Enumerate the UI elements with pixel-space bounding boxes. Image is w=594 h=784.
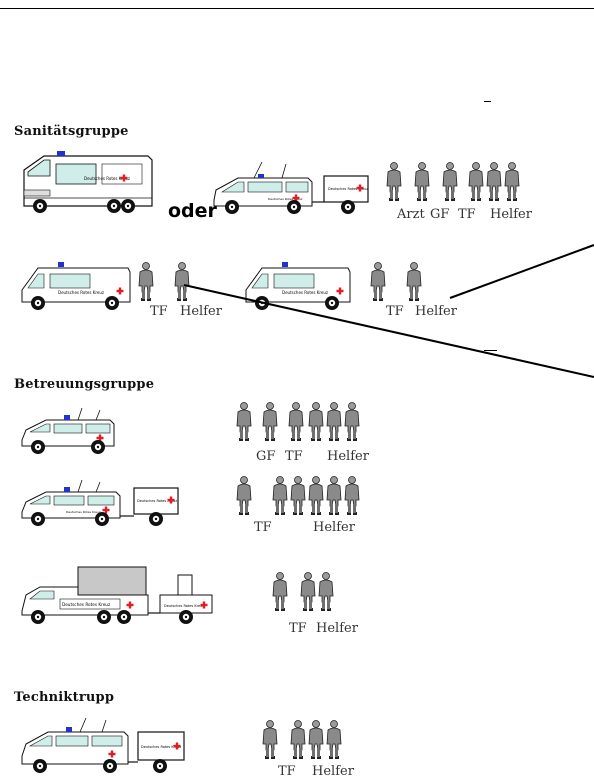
dash-mark — [484, 350, 497, 351]
svg-text:Deutsches Rotes Kreuz: Deutsches Rotes Kreuz — [141, 745, 181, 749]
label-tf: TF — [285, 449, 303, 464]
rtw-ambulance-icon: Deutsches Rotes Kreuz — [23, 151, 153, 213]
label-tf: TF — [386, 304, 404, 319]
svg-text:Deutsches Rotes Kreuz: Deutsches Rotes Kreuz — [282, 290, 328, 295]
top-rule — [0, 8, 594, 9]
svg-text:Deutsches Rotes Kreuz: Deutsches Rotes Kreuz — [62, 602, 111, 607]
truck-with-field-kitchen-icon: Deutsches Rotes Kreuz Deutsches Rotes Kr… — [21, 566, 213, 624]
label-tf: TF — [458, 207, 476, 222]
ktw-van-with-trailer-icon: Deutsches Rotes Kreuz — [21, 717, 185, 773]
personnel-figures-icon — [262, 720, 342, 760]
svg-text:Deutsches Rotes Kreuz: Deutsches Rotes Kreuz — [164, 604, 204, 608]
label-tf: TF — [278, 764, 296, 779]
label-arzt: Arzt — [397, 207, 425, 222]
label-gf: GF — [430, 207, 450, 222]
label-gf: GF — [256, 449, 276, 464]
label-helfer: Helfer — [180, 304, 222, 319]
dash-mark — [484, 101, 491, 102]
section-title-techniktrupp: Techniktrupp — [14, 690, 115, 705]
svg-text:Deutsches Rotes Kreuz: Deutsches Rotes Kreuz — [268, 197, 303, 201]
connector-line — [449, 244, 594, 299]
ktw-ambulance-icon: Deutsches Rotes Kreuz — [245, 262, 351, 310]
label-tf: TF — [150, 304, 168, 319]
label-helfer: Helfer — [415, 304, 457, 319]
ktw-van-with-trailer-icon: Deutsches Rotes Kreuz Deutsches Rotes Kr… — [21, 479, 179, 526]
ktw-van-with-trailer-icon: Deutsches Rotes Kreuz Deutsches Rotes Kr… — [213, 161, 369, 214]
personnel-figures-icon — [236, 476, 360, 516]
label-tf: TF — [254, 520, 272, 535]
label-helfer: Helfer — [312, 764, 354, 779]
label-helfer: Helfer — [327, 449, 369, 464]
personnel-figures-icon — [272, 572, 334, 612]
section-title-betreuungsgruppe: Betreuungsgruppe — [14, 377, 155, 392]
label-helfer: Helfer — [313, 520, 355, 535]
svg-text:Deutsches Rotes Kreuz: Deutsches Rotes Kreuz — [58, 290, 104, 295]
connector-line — [183, 284, 594, 378]
personnel-figures-icon — [236, 402, 360, 442]
label-helfer: Helfer — [316, 621, 358, 636]
ktw-van-icon — [21, 407, 115, 454]
label-helfer: Helfer — [490, 207, 532, 222]
oder-label: oder — [168, 200, 217, 222]
svg-text:Deutsches Rotes Kreuz: Deutsches Rotes Kreuz — [84, 176, 130, 181]
ktw-ambulance-icon: Deutsches Rotes Kreuz — [21, 262, 131, 310]
section-title-sanitaetsgruppe: Sanitätsgruppe — [14, 124, 129, 139]
svg-text:Deutsches Rotes Kreuz: Deutsches Rotes Kreuz — [328, 187, 368, 191]
svg-text:Deutsches Rotes Kreuz: Deutsches Rotes Kreuz — [137, 499, 177, 503]
svg-text:Deutsches Rotes Kreuz: Deutsches Rotes Kreuz — [66, 510, 101, 514]
label-tf: TF — [289, 621, 307, 636]
